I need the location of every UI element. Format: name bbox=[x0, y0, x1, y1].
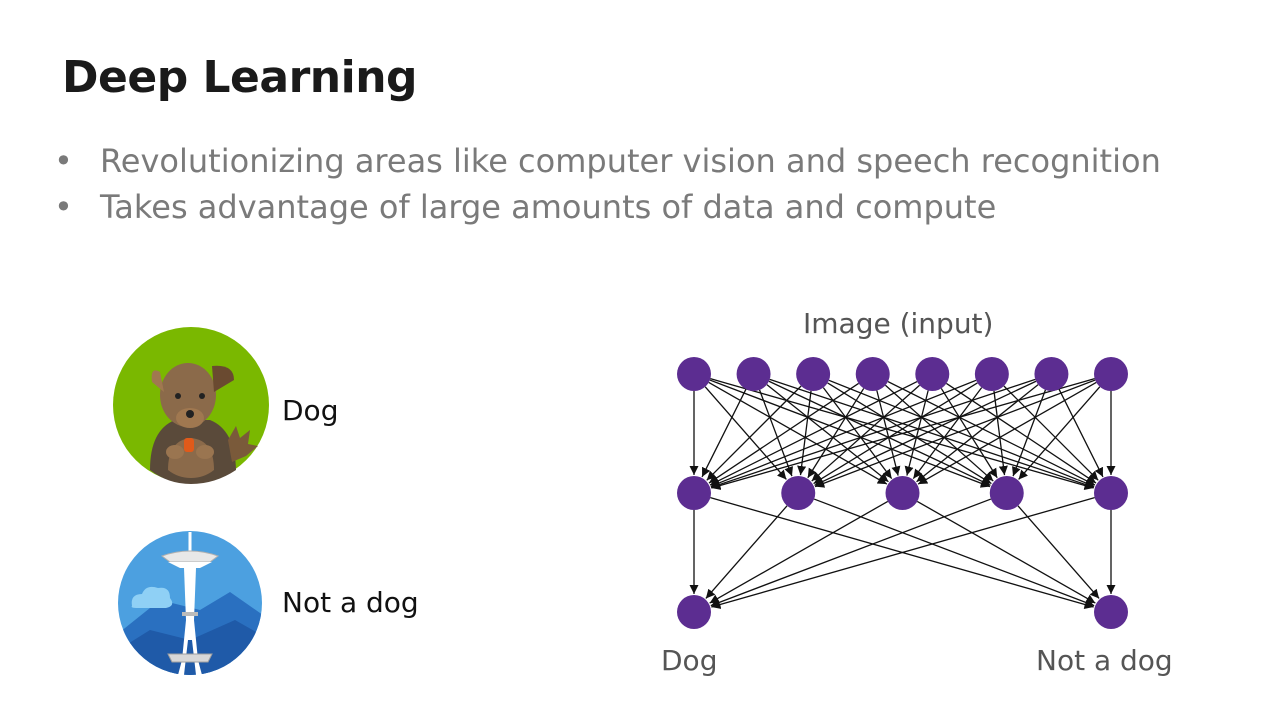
dog-icon bbox=[113, 327, 269, 484]
bullet-item: Revolutionizing areas like computer visi… bbox=[52, 138, 1161, 184]
edge-l0-1-3 bbox=[768, 380, 991, 486]
edge-l1-4-0 bbox=[711, 497, 1095, 609]
slide-title: Deep Learning bbox=[62, 52, 418, 103]
input-label: Image (input) bbox=[803, 307, 994, 340]
bullet-list: Revolutionizing areas like computer visi… bbox=[52, 138, 1161, 230]
edge-l0-3-4 bbox=[887, 381, 1096, 486]
node-layer0-4 bbox=[915, 357, 950, 391]
edge-l0-4-2 bbox=[904, 390, 929, 476]
network-nodes bbox=[677, 357, 1128, 629]
edge-l0-6-4 bbox=[1058, 388, 1104, 478]
edge-l0-5-3 bbox=[993, 390, 1008, 476]
edge-l0-1-1 bbox=[758, 389, 793, 477]
edge-l0-5-4 bbox=[1003, 385, 1099, 481]
node-layer1-3 bbox=[989, 476, 1024, 510]
dog-label: Dog bbox=[282, 394, 339, 427]
edge-l1-3-1 bbox=[1017, 505, 1100, 599]
edge-l0-4-0 bbox=[709, 381, 918, 486]
bullet-item: Takes advantage of large amounts of data… bbox=[52, 184, 1161, 230]
edge-l0-3-2 bbox=[876, 390, 901, 476]
edge-l0-1-4 bbox=[769, 378, 1095, 489]
node-layer0-5 bbox=[974, 357, 1009, 391]
edge-l0-3-1 bbox=[807, 388, 865, 479]
edge-l0-0-3 bbox=[709, 379, 991, 488]
edge-l0-5-0 bbox=[710, 379, 977, 488]
edge-l0-6-1 bbox=[814, 380, 1037, 486]
output-label-dog: Dog bbox=[661, 644, 718, 677]
edge-l1-1-0 bbox=[705, 505, 788, 599]
node-layer1-0 bbox=[677, 476, 711, 510]
not-dog-label: Not a dog bbox=[282, 586, 419, 619]
edge-l0-7-3 bbox=[1018, 386, 1101, 480]
edge-l1-2-0 bbox=[709, 500, 889, 604]
node-layer1-2 bbox=[885, 476, 920, 510]
edge-l0-2-4 bbox=[828, 379, 1095, 488]
node-layer2-1 bbox=[1094, 595, 1128, 629]
edge-l1-1-1 bbox=[813, 498, 1095, 607]
edge-l0-3-3 bbox=[884, 384, 994, 482]
edge-l0-2-0 bbox=[706, 385, 802, 481]
output-label-not-dog: Not a dog bbox=[1036, 644, 1173, 677]
node-layer0-6 bbox=[1034, 357, 1069, 391]
edge-l0-6-0 bbox=[710, 378, 1036, 489]
edge-l0-2-1 bbox=[797, 390, 812, 476]
edge-l0-0-1 bbox=[704, 386, 787, 480]
edge-l0-5-2 bbox=[912, 387, 983, 479]
edge-l0-3-0 bbox=[708, 382, 859, 484]
node-layer0-1 bbox=[736, 357, 771, 391]
edge-l0-1-0 bbox=[701, 388, 747, 478]
edge-l0-7-2 bbox=[917, 381, 1097, 485]
node-layer0-2 bbox=[796, 357, 831, 391]
edge-l0-4-3 bbox=[940, 388, 998, 479]
edge-l0-2-2 bbox=[822, 387, 893, 479]
edge-l0-2-3 bbox=[827, 382, 992, 485]
node-layer0-0 bbox=[677, 357, 711, 391]
node-layer2-0 bbox=[677, 595, 711, 629]
node-layer0-3 bbox=[855, 357, 890, 391]
network-edges bbox=[689, 378, 1116, 609]
edge-l0-5-1 bbox=[813, 382, 978, 485]
node-layer0-7 bbox=[1094, 357, 1128, 391]
edge-l0-7-0 bbox=[711, 378, 1095, 490]
edge-l0-6-3 bbox=[1012, 389, 1047, 477]
edge-l1-2-1 bbox=[916, 500, 1096, 604]
node-layer1-1 bbox=[781, 476, 816, 510]
edge-l0-0-2 bbox=[708, 381, 888, 485]
node-layer1-4 bbox=[1094, 476, 1128, 510]
edge-l1-3-0 bbox=[710, 498, 992, 607]
edge-l0-7-1 bbox=[814, 379, 1096, 488]
edge-l0-4-1 bbox=[811, 384, 921, 482]
